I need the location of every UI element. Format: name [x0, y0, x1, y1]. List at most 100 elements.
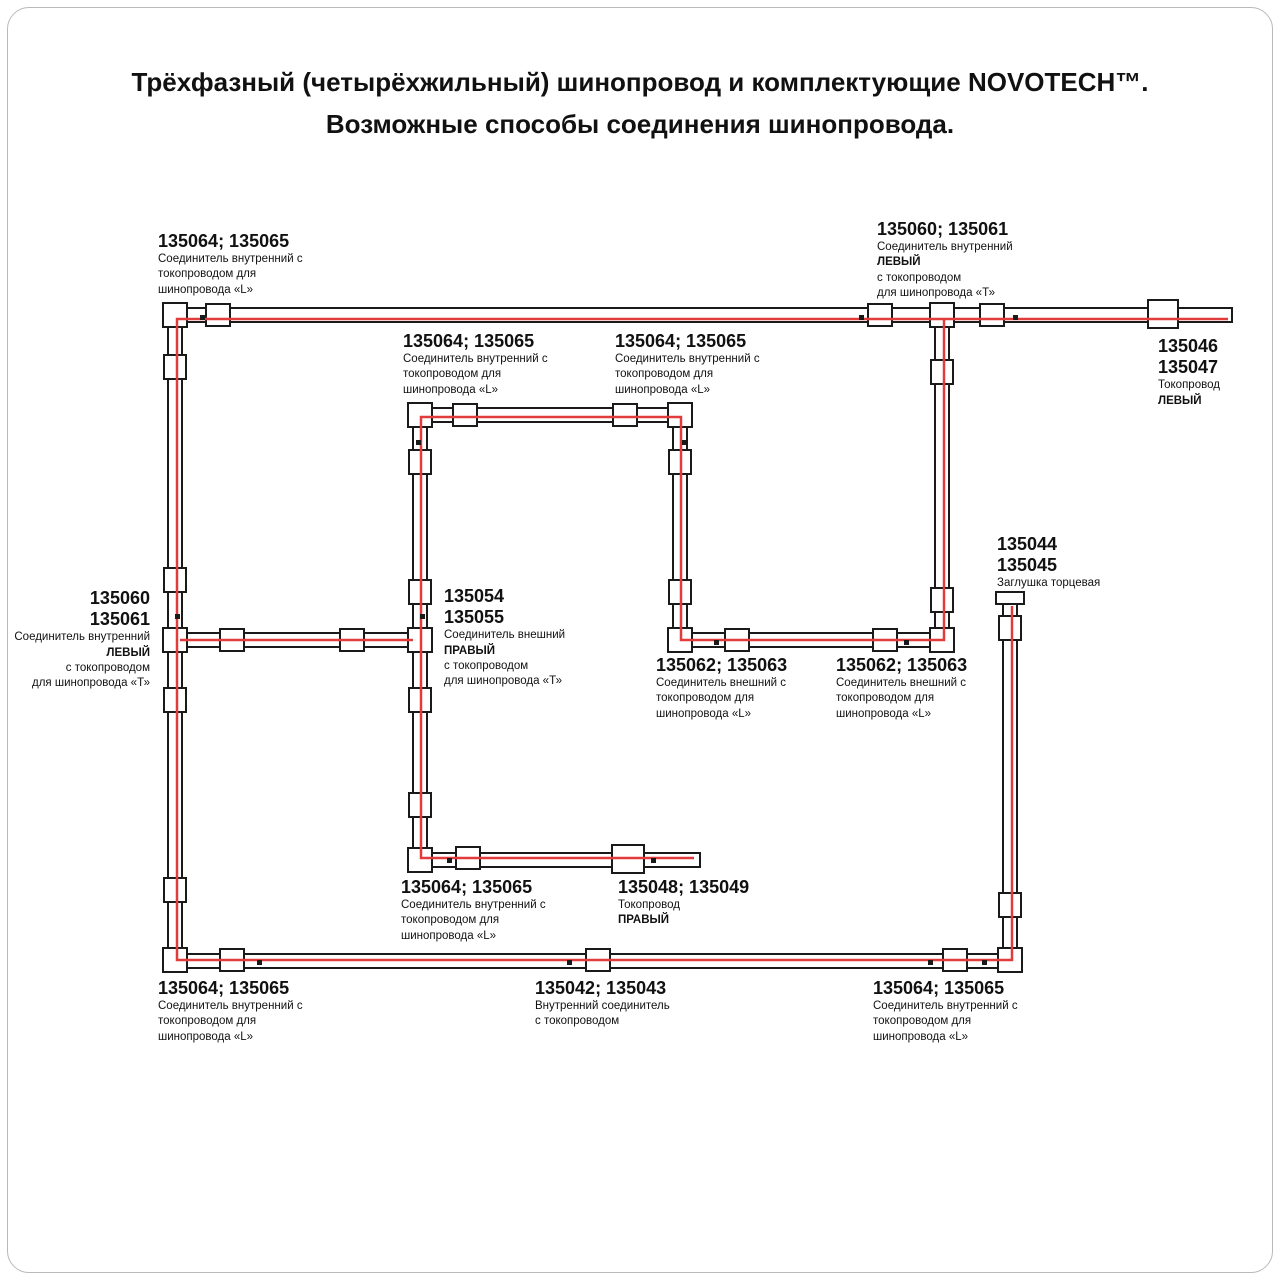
connector-box	[163, 567, 187, 593]
label-connector-internal-mid-right: 135064; 135065 Соединитель внутренний с …	[615, 331, 760, 398]
label-text: Внутренний соединитель	[535, 1000, 670, 1013]
label-text: Соединитель внутренний с	[158, 1000, 303, 1013]
junction-dots	[175, 315, 1018, 965]
label-text: Соединитель внутренний	[14, 631, 150, 644]
junction-dot	[420, 614, 425, 619]
junction-dot	[651, 858, 656, 863]
label-text: шинопровода «L»	[873, 1030, 969, 1043]
label-text: токопроводом для	[403, 368, 502, 381]
label-connector-internal-top-right: 135060; 135061 Соединитель внутренний ЛЕ…	[877, 219, 1013, 301]
label-text: шинопровода «L»	[401, 929, 497, 942]
connector-box	[452, 403, 478, 427]
label-connector-internal-bottom-left: 135064; 135065 Соединитель внутренний с …	[158, 978, 303, 1045]
label-text: токопроводом для	[158, 1015, 257, 1028]
label-connector-external-center-t: 135054 135055 Соединитель внешний ПРАВЫЙ…	[444, 586, 565, 689]
connector-box	[612, 403, 638, 427]
connector-box	[163, 687, 187, 713]
connector-box	[998, 892, 1022, 918]
conductor-inner-loop	[419, 318, 946, 860]
label-connector-internal-top-left: 135064; 135065 Соединитель внутренний с …	[158, 231, 303, 298]
connector-box	[163, 877, 187, 903]
label-text: Заглушка торцевая	[997, 577, 1101, 590]
connector-box	[979, 303, 1005, 327]
junction-dot	[175, 614, 180, 619]
label-code: 135061	[89, 609, 150, 630]
junction-dot	[416, 440, 421, 445]
label-text: токопроводом для	[656, 692, 755, 705]
label-code: 135046	[1158, 336, 1219, 356]
label-code: 135064; 135065	[403, 331, 535, 351]
junction-dot	[714, 640, 719, 645]
label-text: Соединитель внутренний с	[158, 253, 303, 266]
label-text: с токопроводом	[877, 271, 962, 284]
junction-dot	[447, 858, 452, 863]
label-text: для шинопровода «Т»	[877, 286, 995, 299]
label-text: токопроводом для	[615, 368, 714, 381]
label-code: 135064; 135065	[158, 231, 290, 251]
label-connector-internal-bottom-right: 135064; 135065 Соединитель внутренний с …	[873, 978, 1018, 1045]
label-text: токопроводом для	[401, 914, 500, 927]
connector-box	[867, 303, 893, 327]
label-text: ПРАВЫЙ	[444, 644, 496, 657]
junction-dot	[904, 640, 909, 645]
junction-dot	[682, 440, 687, 445]
junction-dot	[257, 960, 262, 965]
label-connector-external-left: 135062; 135063 Соединитель внешний с ток…	[656, 655, 787, 722]
label-text: для шинопровода «Т»	[444, 674, 562, 687]
label-connector-internal-mid-left: 135064; 135065 Соединитель внутренний с …	[403, 331, 548, 398]
label-connector-external-right: 135062; 135063 Соединитель внешний с ток…	[836, 655, 967, 722]
label-code: 135064; 135065	[158, 978, 290, 998]
label-code: 135048; 135049	[618, 877, 750, 897]
label-power-feed-right: 135048; 135049 Токопровод ПРАВЫЙ	[618, 877, 749, 929]
label-text: ЛЕВЫЙ	[877, 256, 921, 269]
label-text: токопроводом для	[836, 692, 935, 705]
junction-dot	[859, 315, 864, 320]
label-end-cap: 135044 135045 Заглушка торцевая	[997, 534, 1100, 592]
label-text: с токопроводом	[65, 661, 150, 674]
label-code: 135045	[997, 555, 1058, 576]
label-code: 135062; 135063	[836, 655, 968, 675]
label-text: токопроводом для	[158, 268, 257, 281]
label-text: ПРАВЫЙ	[618, 914, 670, 927]
label-text: Соединитель внешний с	[656, 677, 787, 690]
label-connector-internal-bottom-center: 135042; 135043 Внутренний соединитель с …	[535, 978, 670, 1030]
label-code: 135047	[1158, 357, 1219, 378]
label-text: Токопровод	[618, 899, 680, 912]
junction-dot	[928, 960, 933, 965]
label-code: 135060	[89, 588, 150, 608]
junction-dot	[982, 960, 987, 965]
connector-box	[998, 615, 1022, 641]
label-power-feed-left: 135046 135047 Токопровод ЛЕВЫЙ	[1158, 336, 1220, 409]
connector-box	[162, 302, 188, 328]
label-connector-internal-left-t: 135060 135061 Соединитель внутренний ЛЕВ…	[14, 588, 150, 691]
label-text: Соединитель внутренний с	[403, 353, 548, 366]
page-title: Трёхфазный (четырёхжильный) шинопровод и…	[0, 62, 1280, 145]
junction-dot	[567, 960, 572, 965]
label-text: шинопровода «L»	[615, 383, 711, 396]
label-text: Токопровод	[1158, 379, 1220, 392]
title-line-2: Возможные способы соединения шинопровода…	[325, 108, 955, 139]
label-text: шинопровода «L»	[403, 383, 499, 396]
track-segments	[167, 307, 1233, 969]
label-code: 135062; 135063	[656, 655, 788, 675]
label-text: шинопровода «L»	[656, 707, 752, 720]
junction-dot	[1013, 315, 1018, 320]
connector-box	[930, 359, 954, 385]
label-code: 135064; 135065	[873, 978, 1005, 998]
end-cap	[995, 591, 1025, 605]
label-code: 135042; 135043	[535, 978, 667, 998]
connector-box	[929, 302, 955, 328]
junction-dot	[200, 315, 205, 320]
title-line-1: Трёхфазный (четырёхжильный) шинопровод и…	[131, 67, 1149, 97]
label-text: шинопровода «L»	[158, 283, 254, 296]
label-text: Соединитель внешний с	[836, 677, 967, 690]
label-text: для шинопровода «Т»	[32, 676, 150, 689]
label-text: Соединитель внутренний с	[615, 353, 760, 366]
connector-box	[930, 587, 954, 613]
conductor-outer-loop	[175, 317, 1228, 962]
label-text: Соединитель внешний	[444, 629, 566, 642]
label-text: ЛЕВЫЙ	[106, 646, 150, 659]
label-code: 135060; 135061	[877, 219, 1009, 239]
